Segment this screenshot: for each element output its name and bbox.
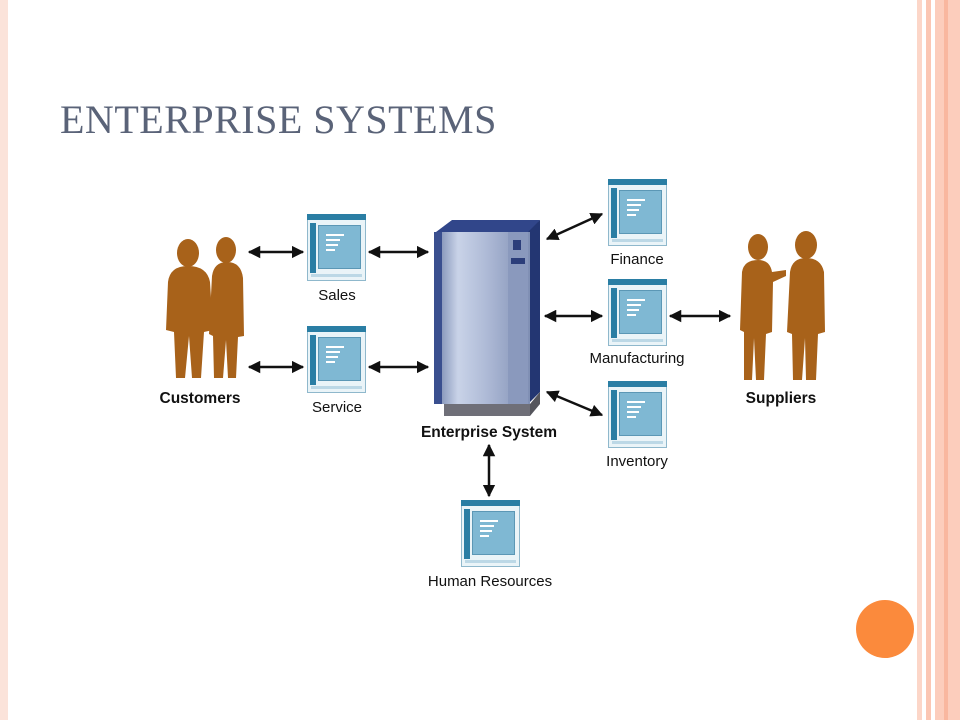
- module-finance-label: Finance: [610, 251, 664, 268]
- module-human-resources-icon: [461, 500, 520, 567]
- module-manufacturing-label: Manufacturing: [589, 350, 685, 367]
- customers-figures: [166, 237, 244, 378]
- module-inventory-label: Inventory: [606, 453, 668, 470]
- module-service-icon: [307, 326, 366, 393]
- arrow-system-finance: [545, 212, 604, 241]
- slide-right-stripe-4: [944, 0, 948, 720]
- slide-right-stripe-1: [917, 0, 922, 720]
- slide-right-stripe-2: [926, 0, 931, 720]
- customers-label: Customers: [159, 390, 241, 407]
- enterprise-system-label: Enterprise System: [420, 424, 558, 441]
- module-sales-label: Sales: [318, 287, 356, 304]
- customer-person-2-icon: [209, 237, 244, 378]
- module-finance-icon: [608, 179, 667, 246]
- supplier-person-1-icon: [740, 234, 786, 380]
- suppliers-figures: [740, 231, 825, 380]
- customer-person-1-icon: [166, 239, 213, 378]
- enterprise-server-icon: [434, 220, 540, 416]
- module-inventory-icon: [608, 381, 667, 448]
- arrow-system-inventory: [545, 390, 604, 417]
- slide-title: ENTERPRISE SYSTEMS: [60, 97, 497, 142]
- supplier-person-2-icon: [787, 231, 825, 380]
- module-sales-icon: [307, 214, 366, 281]
- suppliers-label: Suppliers: [745, 390, 817, 407]
- slide-left-border: [0, 0, 8, 720]
- module-manufacturing-icon: [608, 279, 667, 346]
- module-service-label: Service: [311, 399, 363, 416]
- module-human-resources-label: Human Resources: [427, 573, 553, 590]
- connector-arrows: [247, 212, 732, 498]
- decorative-orange-circle: [856, 600, 914, 658]
